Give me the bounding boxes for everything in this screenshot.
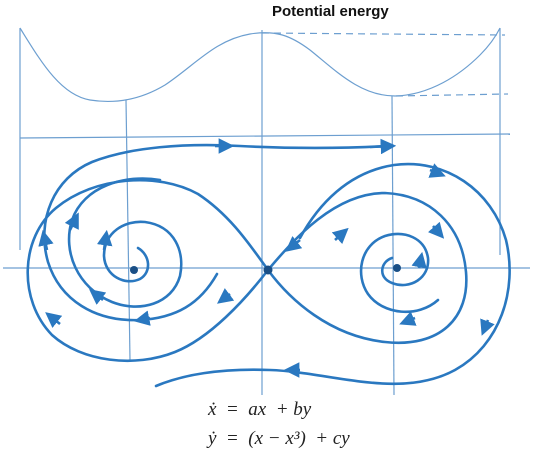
arrow-right-outer-top (331, 227, 349, 245)
right-outer-spiral (154, 162, 511, 388)
guide-lines (3, 27, 530, 396)
right-fixed-point (393, 264, 401, 272)
diagram-title: Potential energy (272, 3, 389, 20)
direction-arrows (38, 138, 495, 378)
arrow-right-bottom (480, 318, 495, 336)
right-well-vertical-line (391, 95, 395, 396)
arrow-left-outer (38, 229, 54, 251)
arrow-left-mid (64, 212, 79, 231)
right-inner-spiral (359, 232, 440, 314)
separatrix-left-lobe (26, 178, 270, 363)
arrow-right-top (428, 163, 446, 178)
equation-x-dot: ẋ = ax + by (208, 399, 312, 420)
separatrix-right-lobe (266, 191, 468, 345)
potential-energy-curve (19, 27, 501, 103)
trajectories (26, 143, 511, 388)
arrow-left-inner (96, 229, 113, 251)
arrow-left-spiral-bottom (133, 310, 151, 326)
fixed-points (130, 264, 401, 275)
left-well-vertical-line (125, 99, 131, 361)
arrow-sep-left (217, 288, 235, 304)
arrow-right-inner (411, 251, 427, 269)
upper-horizontal-line (19, 133, 511, 139)
arrow-right-lobe (427, 221, 445, 239)
equation-y-dot: ẏ = (x − x³) + cy (208, 428, 350, 449)
arrow-top-right (369, 138, 397, 155)
saddle-fixed-point (263, 265, 273, 275)
arrow-left-bottom (45, 312, 63, 328)
energy-level-dashes (261, 32, 509, 97)
left-fixed-point (130, 266, 138, 274)
left-inner-spiral (67, 177, 183, 308)
arrow-sep-right-in (285, 236, 303, 252)
max-energy-dash (261, 32, 506, 36)
arrow-left-bottom-inner (89, 289, 107, 305)
well-energy-dash (395, 93, 509, 97)
arrow-right-bottom-mid (399, 311, 417, 326)
